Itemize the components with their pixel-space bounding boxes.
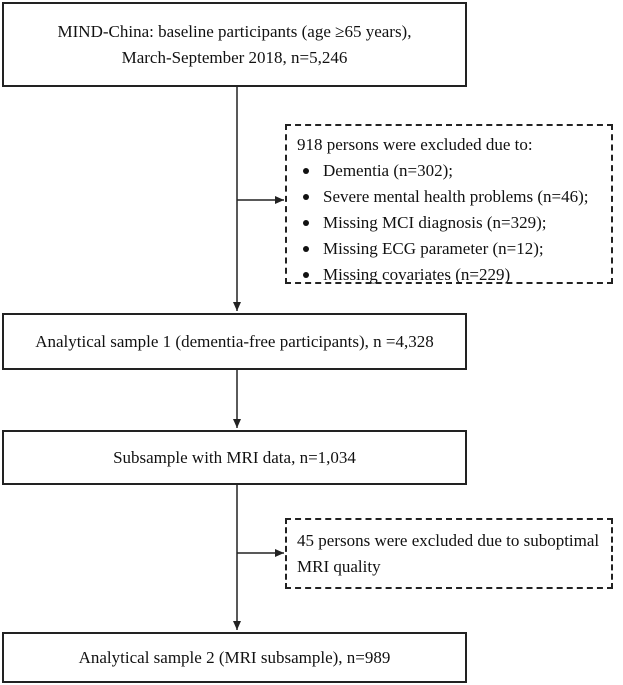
exclusion2-box: 45 persons were excluded due to suboptim… (285, 518, 613, 589)
exclusion2-line2: MRI quality (297, 557, 381, 576)
exclusion1-item: Missing ECG parameter (n=12); (297, 236, 611, 262)
bullet-icon (303, 220, 309, 226)
exclusion1-list: Dementia (n=302); Severe mental health p… (297, 158, 611, 288)
bullet-icon (303, 272, 309, 278)
exclusion1-box: 918 persons were excluded due to: Dement… (285, 124, 613, 284)
subsample-box: Subsample with MRI data, n=1,034 (2, 430, 467, 485)
exclusion1-item: Missing covariates (n=229) (297, 262, 611, 288)
bullet-icon (303, 194, 309, 200)
exclusion1-item: Missing MCI diagnosis (n=329); (297, 210, 611, 236)
bullet-icon (303, 246, 309, 252)
exclusion1-item: Severe mental health problems (n=46); (297, 184, 611, 210)
bullet-icon (303, 168, 309, 174)
exclusion1-item: Dementia (n=302); (297, 158, 611, 184)
sample1-label: Analytical sample 1 (dementia-free parti… (35, 331, 434, 351)
sample2-box: Analytical sample 2 (MRI subsample), n=9… (2, 632, 467, 683)
sample2-label: Analytical sample 2 (MRI subsample), n=9… (78, 647, 391, 667)
exclusion1-heading: 918 persons were excluded due to: (297, 135, 533, 154)
subsample-label: Subsample with MRI data, n=1,034 (113, 447, 356, 467)
baseline-line2: March-September 2018, n=5,246 (121, 47, 348, 67)
sample1-box: Analytical sample 1 (dementia-free parti… (2, 313, 467, 370)
baseline-line1: MIND-China: baseline participants (age ≥… (57, 21, 412, 41)
exclusion2-line1: 45 persons were excluded due to suboptim… (297, 531, 600, 550)
baseline-box: MIND-China: baseline participants (age ≥… (2, 2, 467, 87)
